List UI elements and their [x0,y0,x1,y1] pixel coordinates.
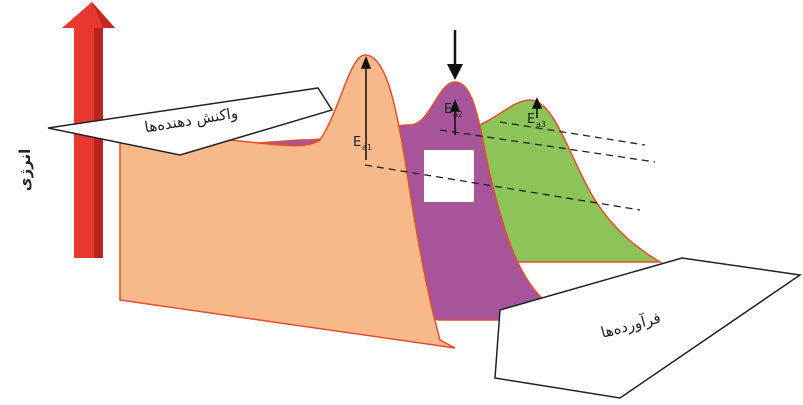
pointer-arrow [447,30,463,80]
profile-3 [459,99,663,263]
reactants-panel: واکنش دهنده‌ها [47,87,334,156]
ea-label-3: E a3 [527,112,546,129]
ea-label-2: E a2 [444,102,463,119]
svg-text:a1: a1 [362,143,372,152]
products-panel: فرآورده‌ها [494,257,803,399]
svg-text:E: E [527,112,535,127]
svg-text:E: E [444,102,452,117]
profile-1 [119,54,456,349]
ea-label-1: E a1 [353,135,372,152]
energy-axis-label: انرژی [16,149,34,192]
svg-text:a2: a2 [453,110,463,119]
ea-arrows [360,55,543,160]
svg-text:a3: a3 [536,120,546,129]
svg-text:E: E [353,135,361,150]
blank-box [424,150,474,202]
dashed-levels [364,121,656,211]
